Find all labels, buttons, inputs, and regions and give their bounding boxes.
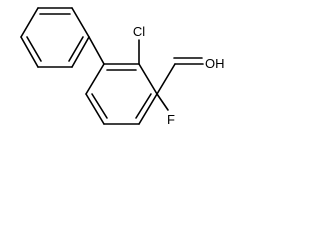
phenyl-double-bond	[26, 36, 42, 62]
ring-bond	[138, 93, 158, 125]
ring-bond	[85, 93, 105, 125]
ring-bond	[138, 63, 158, 95]
phenyl-bond	[71, 7, 90, 38]
benzoic-ring	[85, 63, 158, 125]
phenyl-ring	[20, 7, 90, 68]
chemical-structure-diagram: Cl OH F	[20, 7, 225, 127]
chlorine-label: Cl	[133, 24, 145, 39]
phenyl-bond	[20, 7, 39, 38]
phenyl-bond	[71, 36, 90, 68]
phenyl-bond	[20, 36, 39, 68]
structure-canvas: Cl OH F	[20, 7, 225, 127]
biaryl-bond	[88, 36, 105, 65]
hydroxyl-label: OH	[205, 56, 225, 71]
fluorine-label: F	[167, 112, 175, 127]
phenyl-double-bond	[68, 36, 84, 62]
ring-double-bond	[135, 93, 152, 119]
ring-double-bond	[91, 93, 108, 119]
ring-bond	[85, 63, 105, 95]
carboxyl-bond	[156, 63, 176, 95]
fluorine-bond	[156, 93, 169, 111]
